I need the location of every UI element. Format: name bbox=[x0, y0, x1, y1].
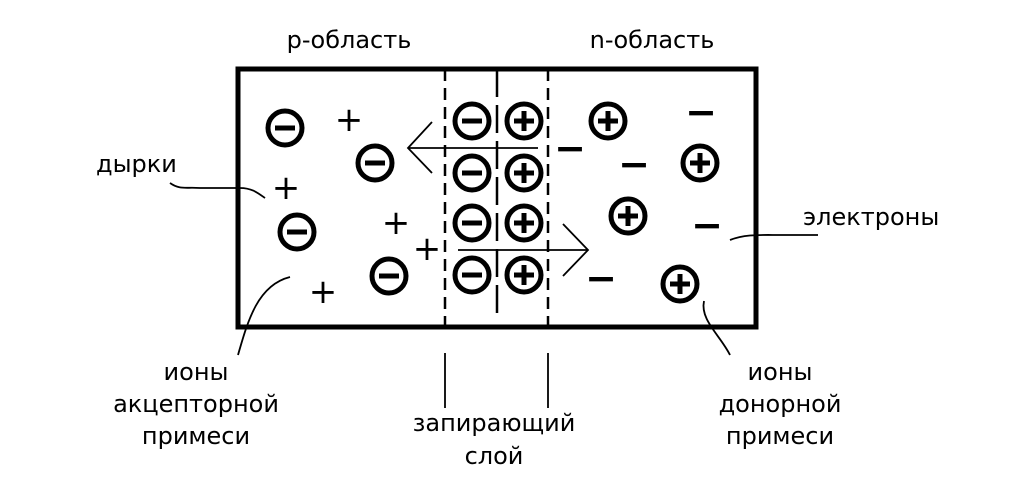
acceptor-ion bbox=[452, 203, 492, 243]
hole-symbol: + bbox=[413, 229, 442, 269]
electron-symbol: − bbox=[685, 90, 717, 134]
donor-ion bbox=[504, 153, 544, 193]
acceptor-ion bbox=[277, 212, 317, 252]
n-region-label: n-область bbox=[590, 26, 715, 54]
donor-ion bbox=[504, 101, 544, 141]
electrons-label: электроны bbox=[803, 203, 939, 231]
holes-label: дырки bbox=[96, 150, 177, 178]
electrons-leader-line bbox=[729, 234, 818, 241]
donor-ions-label-line3: примеси bbox=[726, 422, 834, 450]
barrier-layer-label-line1: запирающий bbox=[413, 409, 576, 437]
acceptor-ion bbox=[452, 255, 492, 295]
acceptor-ions-label-line3: примеси bbox=[142, 422, 250, 450]
acceptor-ions-leader-line bbox=[237, 276, 291, 356]
p-region-label: p-область bbox=[287, 26, 412, 54]
acceptor-ion bbox=[452, 153, 492, 193]
electron-flow-arrowhead bbox=[562, 223, 590, 277]
hole-symbol: + bbox=[382, 203, 411, 243]
acceptor-ion bbox=[452, 101, 492, 141]
acceptor-ion bbox=[355, 143, 395, 183]
hole-symbol: + bbox=[309, 272, 338, 312]
acceptor-ions-label-line1: ионы bbox=[164, 358, 229, 386]
donor-ion bbox=[680, 143, 720, 183]
donor-ion bbox=[504, 203, 544, 243]
barrier-layer-label-line2: слой bbox=[465, 442, 524, 470]
electron-symbol: − bbox=[691, 203, 723, 247]
donor-ion bbox=[660, 264, 700, 304]
hole-flow-arrowhead bbox=[406, 121, 433, 174]
acceptor-ion bbox=[265, 108, 305, 148]
donor-ion bbox=[608, 196, 648, 236]
acceptor-ion bbox=[369, 256, 409, 296]
electron-symbol: − bbox=[554, 126, 586, 170]
electron-symbol: − bbox=[585, 256, 617, 300]
holes-leader-line bbox=[169, 182, 266, 199]
hole-symbol: + bbox=[272, 168, 301, 208]
donor-ions-leader-line bbox=[702, 300, 731, 356]
donor-ion bbox=[504, 255, 544, 295]
donor-ions-label-line1: ионы bbox=[748, 358, 813, 386]
hole-symbol: + bbox=[335, 100, 364, 140]
acceptor-ions-label-line2: акцепторной bbox=[113, 390, 279, 418]
electron-symbol: − bbox=[618, 142, 650, 186]
particles: +++++−−−−− bbox=[265, 90, 723, 312]
donor-ion bbox=[588, 101, 628, 141]
donor-ions-label-line2: донорной bbox=[719, 390, 842, 418]
